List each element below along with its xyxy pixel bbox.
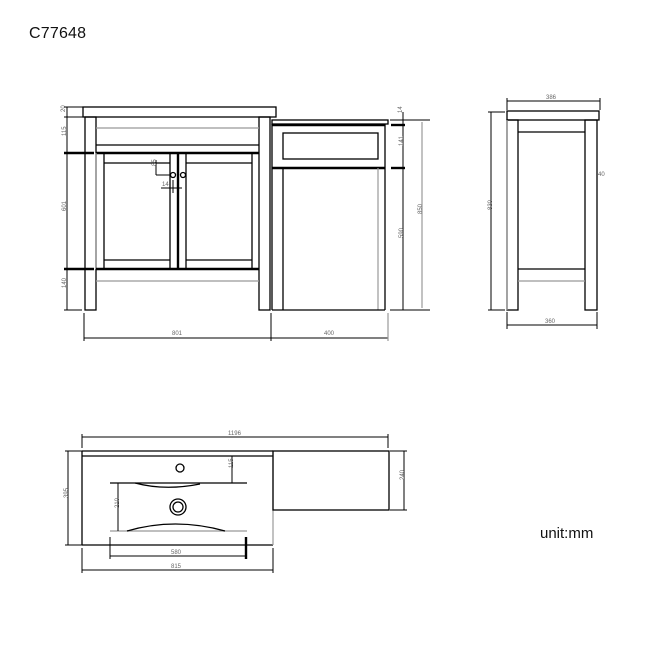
dim-overall-width: 1196 — [228, 431, 242, 437]
countertop-left — [82, 106, 277, 118]
side-countertop — [506, 110, 600, 121]
handle-right-icon — [179, 171, 187, 179]
unit-label: unit:mm — [540, 525, 594, 542]
tap-hole-icon — [175, 463, 185, 473]
handle-left-icon — [169, 171, 177, 179]
dim-handle-offset: 85 — [152, 159, 158, 166]
side-leg-back — [584, 119, 598, 311]
dim-overall-height: 850 — [418, 203, 424, 214]
model-code: C77648 — [29, 25, 87, 42]
dim-drawer-height: 141 — [399, 135, 405, 146]
dim-right-width: 400 — [324, 331, 335, 337]
dim-side-marker: 40 — [598, 172, 605, 178]
front-view: 85 14 20 115 601 140 801 400 — [61, 105, 430, 341]
drawer-front — [282, 132, 379, 160]
left-leg — [84, 116, 97, 311]
dim-tap-offset: 115 — [229, 458, 235, 468]
dim-right-depth: 240 — [400, 469, 406, 480]
dim-left-width: 801 — [172, 331, 183, 337]
top-view: 1196 115 210 395 240 — [64, 431, 407, 573]
drain-outer-icon — [169, 498, 187, 516]
dim-apron: 115 — [62, 126, 68, 136]
drain-inner-icon — [172, 501, 184, 513]
dim-handle-gap: 14 — [162, 182, 169, 188]
dim-side-height: 830 — [488, 199, 494, 210]
dim-depth: 395 — [64, 487, 70, 498]
right-top-surface — [272, 450, 390, 511]
dim-bowl-width: 580 — [171, 550, 182, 556]
dim-top-thickness: 20 — [61, 105, 67, 112]
side-view: 386 830 360 40 — [488, 95, 605, 329]
dim-side-top-depth: 386 — [546, 95, 557, 101]
countertop-right — [271, 119, 389, 125]
dim-right-door: 590 — [399, 227, 405, 238]
dim-right-top: 14 — [398, 106, 404, 113]
dim-door-height: 601 — [62, 200, 68, 211]
dim-basin-width: 815 — [171, 564, 182, 570]
center-leg — [258, 116, 271, 311]
dim-bowl-depth: 210 — [115, 497, 121, 508]
side-leg-front — [506, 119, 519, 311]
dim-plinth: 140 — [62, 277, 68, 288]
dim-side-leg-depth: 360 — [545, 319, 556, 325]
